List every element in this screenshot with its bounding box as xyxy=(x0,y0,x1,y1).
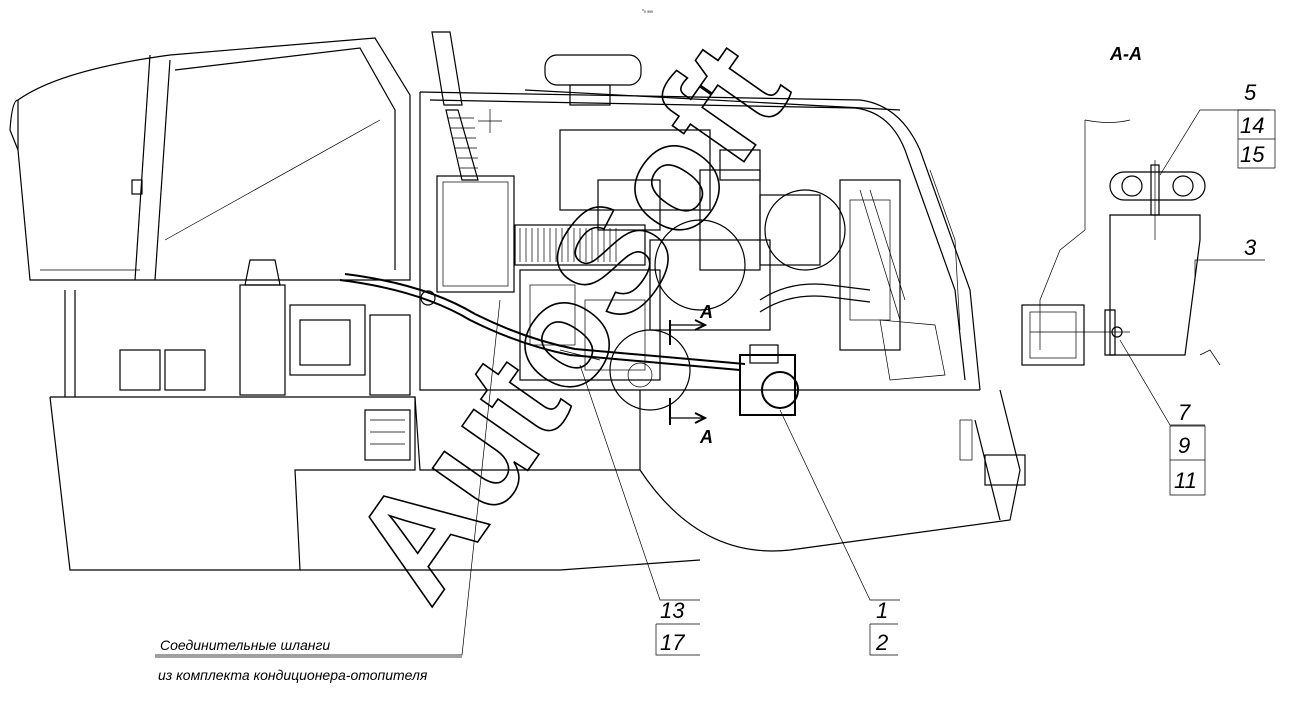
callout-3: 3 xyxy=(1244,235,1257,260)
watermark: AutoSoft xyxy=(318,13,820,630)
callout-13-17: 13 17 xyxy=(655,598,700,656)
engine-hood xyxy=(419,89,981,391)
callout-5: 5 xyxy=(1244,80,1257,105)
engine-assembly xyxy=(436,129,946,381)
ac-compressor xyxy=(739,344,799,416)
callout-7: 7 xyxy=(1178,400,1191,425)
note-line-1: Соединительные шланги xyxy=(160,637,330,653)
center-mark xyxy=(478,109,502,133)
note-line-2: из комплекта кондиционера-отопителя xyxy=(158,667,428,683)
callout-17: 17 xyxy=(660,630,685,655)
watermark-text: AutoSoft xyxy=(319,13,820,628)
section-marker-top: A xyxy=(669,302,713,345)
exhaust-pipe xyxy=(431,31,479,181)
callout-2: 2 xyxy=(875,630,888,655)
callout-11: 11 xyxy=(1174,468,1197,493)
section-marker-label-top: A xyxy=(699,302,713,322)
engine-circles xyxy=(609,189,846,411)
connecting-hoses xyxy=(339,273,746,371)
callout-5-14-15: 5 14 15 xyxy=(1237,80,1276,169)
chassis xyxy=(49,290,1026,571)
section-marker-label-bottom: A xyxy=(699,427,713,447)
callout-1-2: 1 2 xyxy=(869,598,898,656)
callout-9: 9 xyxy=(1178,433,1190,458)
callout-13: 13 xyxy=(660,598,685,623)
section-title: А-А xyxy=(1109,44,1142,64)
valve-blocks xyxy=(119,259,411,461)
callout-1: 1 xyxy=(876,598,888,623)
callout-15: 15 xyxy=(1240,142,1265,167)
small-mark: ᵒₐ ₐₐₐ xyxy=(642,8,653,14)
section-marker-bottom: A xyxy=(669,398,713,447)
section-view xyxy=(1021,119,1221,366)
callout-14: 14 xyxy=(1240,113,1264,138)
callout-3-label: 3 xyxy=(1244,235,1257,260)
cab-outline xyxy=(9,37,411,281)
callout-7-9-11: 7 9 11 xyxy=(1169,400,1206,496)
hose-note: Соединительные шланги из комплекта конди… xyxy=(155,637,462,683)
